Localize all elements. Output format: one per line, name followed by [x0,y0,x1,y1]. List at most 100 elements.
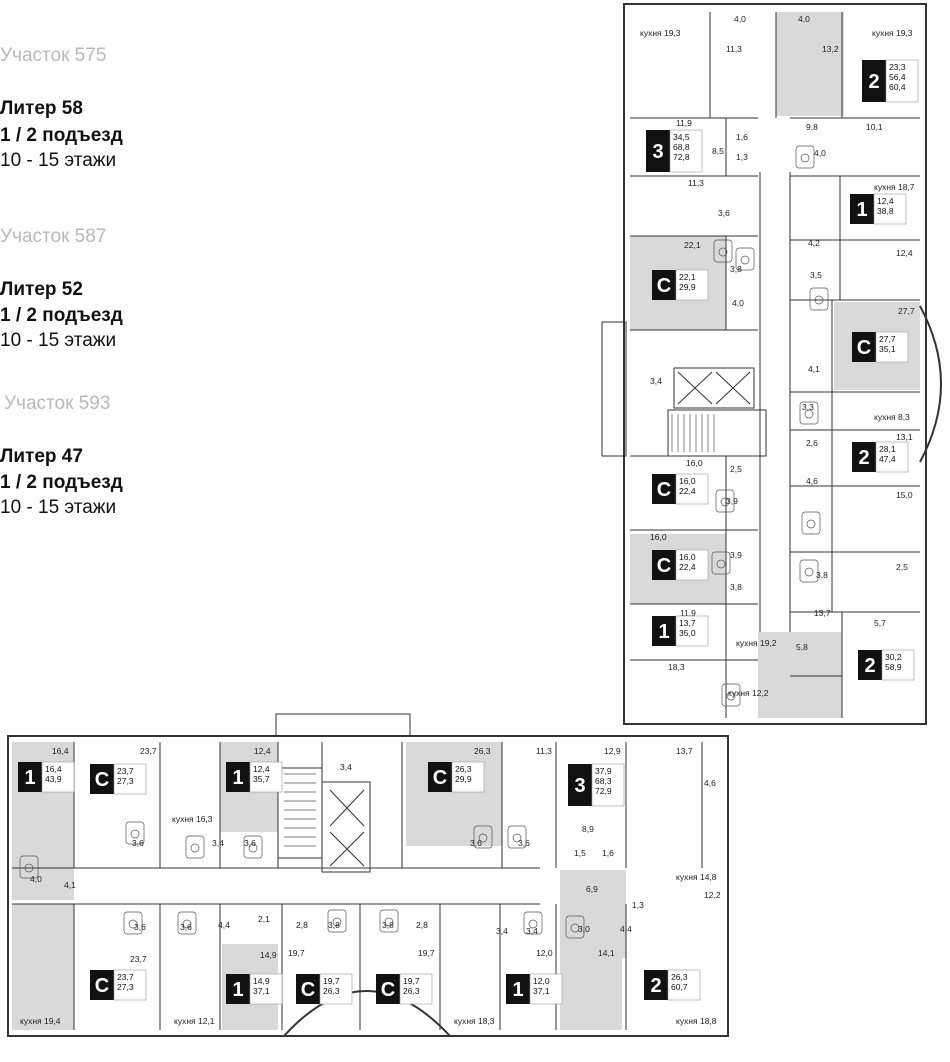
apartment-area: 12,0 [533,976,550,986]
room-label: кухня 18,7 [874,182,915,192]
room-label: 3,6 [470,838,482,848]
room-label: 16,4 [52,746,69,756]
apartment-area-box [873,193,907,225]
liter-title: Литер 52 [0,279,83,300]
apartment-area-box [881,649,915,681]
apartment-fill [776,12,844,116]
room-label: 1,3 [736,152,748,162]
room-label: 4,1 [808,364,820,374]
apartment-area: 38,8 [877,206,894,216]
entrance-label: 1 / 2 подъезд [0,305,123,326]
apartment-type: 1 [856,199,867,221]
room-label: 12,4 [254,746,271,756]
apartment-type: 2 [858,447,869,469]
apartment-area-box [41,761,75,793]
apartment-badge: 337,968,372,9 [568,763,625,807]
sink-fixture [512,833,522,843]
bath-fixture [473,825,493,849]
sink-fixture [130,829,140,839]
apartment-area: 29,9 [679,282,696,292]
sink-fixture [726,691,736,701]
room-label: 3,9 [726,496,738,506]
room-label: 4,0 [734,14,746,24]
room-label: 12,4 [896,248,913,258]
room-label: 4,1 [64,880,76,890]
apartment-type-box [296,974,320,1004]
room-label: 3,8 [328,920,340,930]
apartment-type-box [644,970,668,1000]
room-label: 2,5 [730,464,742,474]
apartment-type-box [90,764,114,794]
walls [7,3,942,1037]
apartment-area: 19,7 [323,976,340,986]
sink-fixture [182,919,192,929]
apartment-area: 16,4 [45,764,62,774]
bath-fixture [507,825,527,849]
room-label: 4,0 [30,874,42,884]
apartment-area: 28,1 [879,444,896,454]
bath-fixture [799,559,819,583]
bath-fixture [799,401,819,425]
room-label: 4,0 [798,14,810,24]
sink-fixture [720,497,730,507]
apartment-area-box [667,969,701,1001]
apartment-area: 58,9 [885,662,902,672]
sink-fixture [740,255,750,265]
apartment-type: С [301,979,315,1001]
room-label: 8,5 [712,146,724,156]
room-label: кухня 12,1 [174,1016,215,1026]
elevator-cross [329,789,365,867]
bath-fixture [795,145,815,169]
entrance-label: 1 / 2 подъезд [0,472,123,493]
apartment-area: 23,3 [889,62,906,72]
bath-fixture [125,821,145,845]
sink-fixture [332,917,342,927]
apartment-area-box [319,973,353,1005]
room-label: 3,8 [730,582,742,592]
room-label: 5,8 [796,642,808,652]
apartment-type-box [652,550,676,580]
bath-fixture [379,909,399,933]
room-label: 14,1 [598,948,615,958]
room-label: 11,9 [676,118,692,128]
liter-title: Литер 58 [0,98,83,119]
apartment-area: 16,0 [679,476,696,486]
room-label: кухня 19,3 [640,28,681,38]
room-label: 3,6 [518,838,530,848]
bath-fixture [123,911,143,935]
apartment-type-box [852,332,876,362]
room-label: 23,7 [130,954,147,964]
elevator-cross [677,371,751,405]
bath-fixture [801,511,821,535]
room-label: 19,7 [288,948,305,958]
room-label: 13,1 [896,432,913,442]
apartment-type: С [657,555,671,577]
apartment-area-box [669,129,703,173]
sink-fixture [248,843,258,853]
room-label: 3,8 [382,920,394,930]
apartment-area: 23,7 [117,766,134,776]
room-label: 11,3 [688,178,704,188]
room-label: 3,6 [134,922,146,932]
sink-fixture [716,559,726,569]
stair-block [667,409,767,457]
apartment-type-box [376,974,400,1004]
room-label: 3,8 [730,264,742,274]
apartment-area: 35,0 [679,628,696,638]
tower-outline [623,3,927,725]
elevator-block [321,781,371,873]
room-label: 5,7 [874,618,886,628]
apartment-area: 35,7 [253,774,270,784]
bay-window [283,990,451,1037]
room-label: 18,3 [668,662,685,672]
room-label: 15,0 [896,490,913,500]
room-label: 2,1 [258,914,270,924]
apartment-type: 3 [652,141,663,163]
sink-fixture [478,833,488,843]
